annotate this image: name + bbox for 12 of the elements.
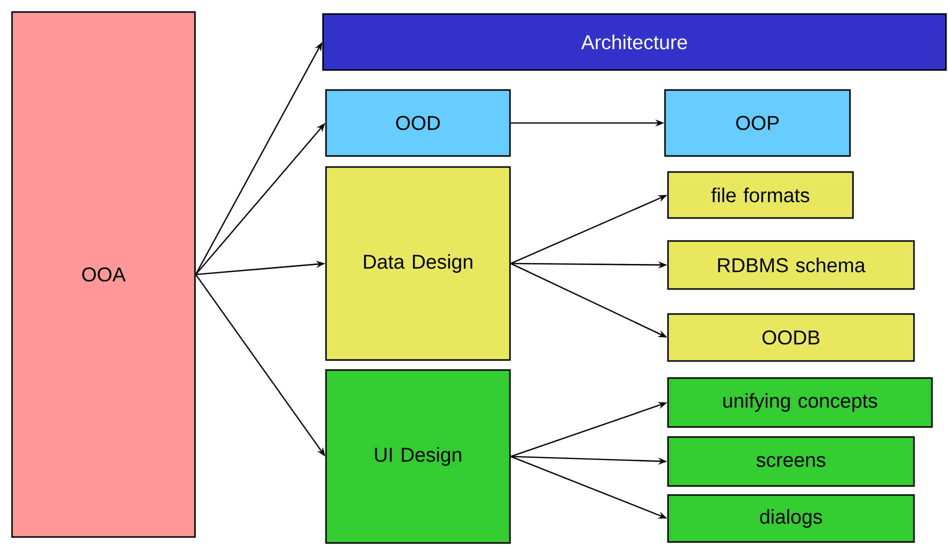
process-box: file formats (667, 171, 854, 219)
process-box: OOA (11, 11, 196, 538)
process-box: Data Design (325, 166, 511, 361)
process-box: dialogs (667, 494, 915, 543)
process-box: OOP (664, 89, 851, 157)
process-box: OODB (667, 313, 915, 362)
process-box: unifying concepts (667, 377, 933, 428)
process-box: UI Design (325, 369, 511, 544)
process-box: RDBMS schema (667, 240, 915, 290)
process-box: Architecture (322, 13, 947, 71)
process-box: screens (667, 436, 915, 487)
process-box: OOD (325, 89, 511, 157)
